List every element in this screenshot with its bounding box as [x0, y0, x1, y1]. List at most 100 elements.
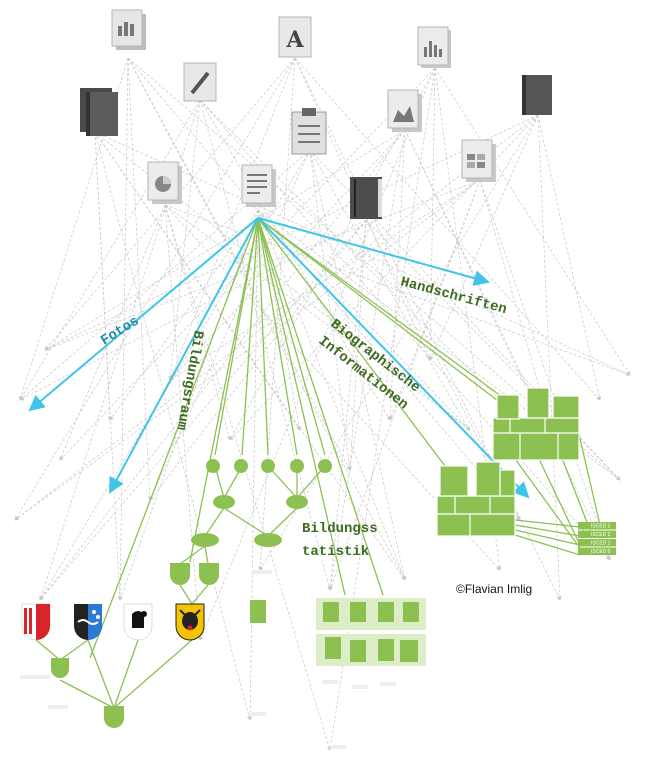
area-chart-document-icon — [387, 89, 422, 132]
grid-cell — [400, 640, 418, 662]
grid-cell — [403, 602, 419, 622]
dashed-connection — [294, 57, 561, 601]
clipboard-icon — [291, 108, 327, 155]
dashed-connection — [14, 179, 481, 521]
dashed-connection — [404, 129, 611, 561]
dashed-connection — [328, 129, 406, 591]
dashed-connection — [119, 209, 259, 601]
dashed-connection — [149, 219, 367, 501]
dashed-connection — [94, 131, 122, 601]
edit-document-icon — [183, 62, 217, 102]
dashed-connection — [169, 179, 481, 381]
isced-level-bar — [578, 539, 616, 547]
aargau-coat-of-arms-icon — [74, 604, 102, 640]
tree-leaf-node — [234, 459, 248, 473]
table-chart-document-icon — [461, 139, 496, 182]
tree-root-node — [254, 533, 282, 547]
single-square-node — [250, 600, 266, 623]
dashed-connection — [309, 149, 407, 581]
tree-branch-node — [286, 495, 308, 509]
dashed-connection — [127, 57, 152, 501]
dashed-connection — [117, 57, 129, 601]
isced-level-bar — [578, 530, 616, 538]
dashed-connection — [257, 209, 406, 581]
grid-cell — [378, 639, 394, 661]
book-stack-icon — [80, 88, 118, 136]
dashed-connection — [109, 209, 259, 421]
shield-node — [199, 563, 219, 585]
brick-wall-upper — [492, 387, 580, 461]
dashed-connection — [59, 67, 436, 461]
tree-branch-node — [213, 495, 235, 509]
grid-cell — [350, 602, 366, 622]
dashed-connection — [127, 57, 521, 521]
bern-coat-of-arms-icon — [123, 603, 153, 641]
dashed-connection — [44, 129, 406, 351]
dashed-connection — [537, 114, 602, 401]
tree-leaf-node — [318, 459, 332, 473]
jura-coat-of-arms-icon — [21, 603, 51, 641]
dashed-connection — [164, 204, 631, 376]
dashed-connection — [94, 131, 252, 721]
dashed-connection — [149, 149, 311, 501]
dashed-connection — [94, 131, 301, 431]
dashed-connection — [199, 99, 391, 421]
dashed-connection — [39, 219, 367, 601]
dashed-connection — [164, 204, 202, 641]
dashed-connection — [257, 209, 471, 431]
dashed-connection — [14, 57, 296, 521]
dashed-connection — [309, 149, 352, 471]
shield-node — [51, 658, 69, 678]
isced-level-label: ISCED 0 — [591, 549, 611, 555]
dashed-connection — [199, 99, 332, 591]
dashed-connection — [247, 209, 259, 721]
bar-chart-document-icon — [417, 26, 451, 68]
text-document-icon — [241, 164, 276, 207]
dashed-connection — [348, 219, 367, 471]
uri-coat-of-arms-icon — [175, 603, 205, 641]
label-bildungsstatistik-1: Bildungss — [302, 521, 378, 537]
copyright-credit: ©Flavian Imlig — [456, 582, 533, 596]
dashed-connection — [537, 114, 562, 601]
dashed-connection — [259, 114, 539, 571]
dashed-connection — [388, 129, 406, 421]
isced-level-label: ISCED 3 — [591, 524, 611, 530]
font-letter-icon: A — [278, 16, 312, 58]
blue-arrows — [28, 217, 530, 499]
tree-leaf-node — [290, 459, 304, 473]
dashed-connection — [294, 57, 601, 401]
tree-root-node — [191, 533, 219, 547]
isced-level-label: ISCED 1 — [591, 541, 611, 547]
notebook-icon — [350, 177, 382, 219]
dashed-connection — [44, 179, 481, 351]
dashed-connection — [14, 114, 539, 521]
label-bildungsstatistik-2: tatistik — [302, 544, 369, 560]
shield-nodes — [51, 563, 266, 728]
dashed-connection — [127, 57, 351, 471]
faint-placeholders — [20, 570, 396, 749]
grid-cell — [350, 640, 366, 662]
shield-node — [170, 563, 190, 585]
coats-of-arms — [21, 603, 205, 641]
dashed-connection — [164, 204, 232, 441]
dashed-connection — [328, 219, 367, 591]
dashed-connection — [94, 131, 631, 376]
dashed-connection — [434, 67, 631, 376]
tree-leaf-node — [261, 459, 275, 473]
dashed-connection — [479, 179, 611, 561]
dashed-connection — [59, 204, 166, 461]
isced-level-bar — [578, 522, 616, 530]
dashed-connection — [164, 204, 471, 431]
dashed-connection — [329, 179, 481, 591]
brick-wall-lower — [436, 461, 516, 537]
dashed-connection — [94, 131, 112, 421]
grid-cell — [325, 637, 341, 659]
dashed-connection — [309, 149, 521, 521]
dashed-connection — [169, 57, 296, 381]
document-icons: A — [80, 9, 552, 219]
binder-book-icon — [522, 75, 552, 115]
dashed-connection — [19, 149, 311, 401]
dashed-connection — [427, 67, 436, 361]
